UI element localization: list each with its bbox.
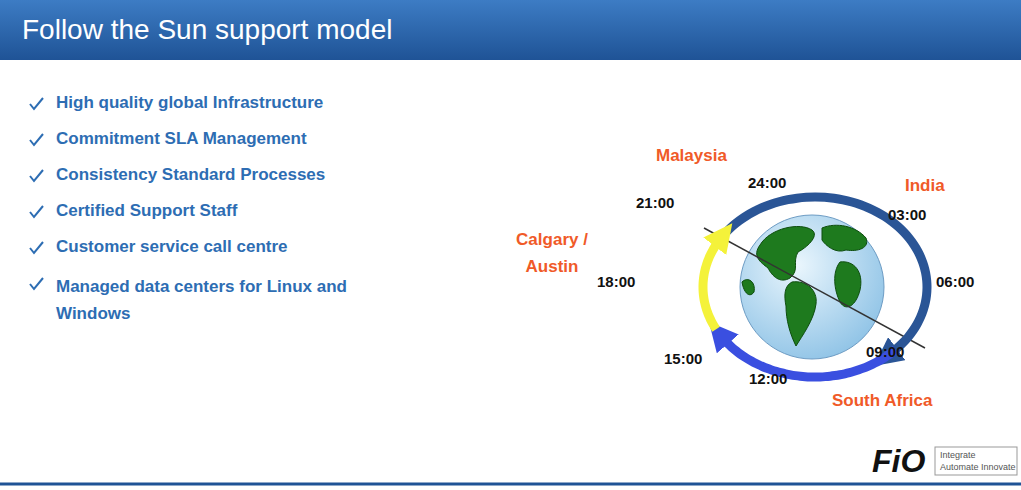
region-name: India	[905, 176, 945, 196]
bullet-item: Certified Support Staff	[56, 201, 237, 221]
time-arrow	[703, 239, 720, 329]
time-label: 21:00	[636, 194, 674, 212]
check-marks	[30, 98, 43, 289]
bullet-item: High quality global Infrastructure	[56, 93, 323, 113]
logo-tagline: Integrate	[940, 450, 976, 461]
time-arrow	[727, 197, 927, 354]
slide-title: Follow the Sun support model	[22, 14, 392, 46]
bullet-item: Customer service call centre	[56, 237, 288, 257]
check-mark	[30, 242, 43, 253]
footer-rule	[0, 483, 1021, 486]
bullet-item: Commitment SLA Management	[56, 129, 307, 149]
logo-box	[935, 447, 1017, 475]
check-mark	[30, 206, 43, 217]
region-name: Malaysia	[656, 146, 727, 166]
check-mark	[30, 278, 43, 289]
time-label: 18:00	[597, 273, 635, 291]
check-mark	[30, 98, 43, 109]
check-mark	[30, 170, 43, 181]
time-label: 24:00	[748, 174, 786, 192]
check-mark	[30, 134, 43, 145]
time-arrows	[703, 197, 927, 377]
bullet-item: Consistency Standard Processes	[56, 165, 325, 185]
region-name: South Africa	[832, 391, 932, 411]
time-label: 06:00	[936, 273, 974, 291]
time-label: 12:00	[749, 370, 787, 388]
logo-tagline: Automate Innovate	[940, 462, 1016, 473]
region-name: Calgary / Austin	[512, 226, 592, 280]
logo-wordmark: FiO	[872, 442, 925, 480]
time-label: 15:00	[664, 350, 702, 368]
time-label: 09:00	[866, 343, 904, 361]
time-label: 03:00	[888, 206, 926, 224]
date-line	[704, 228, 925, 348]
bullet-item: Managed data centers for Linux and Windo…	[56, 273, 426, 327]
